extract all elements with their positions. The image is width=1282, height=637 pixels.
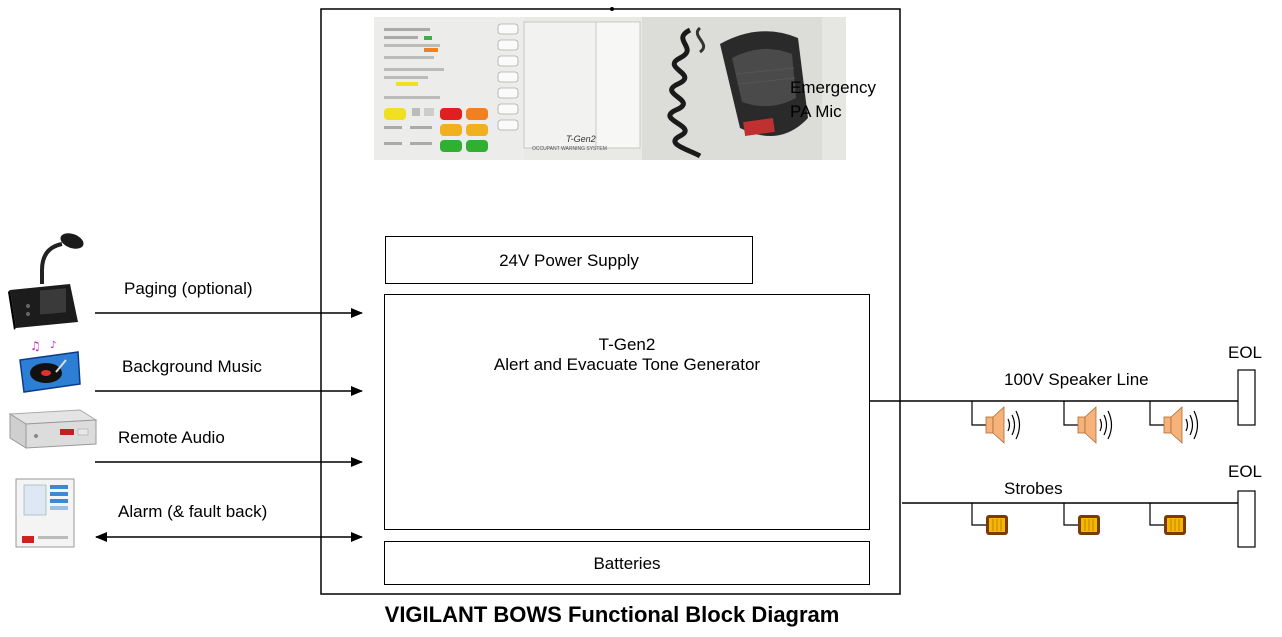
speaker-icon: [1163, 416, 1172, 434]
speaker-tap-3: [1149, 401, 1199, 444]
enclosure-top-dot: [610, 7, 614, 11]
eol-bottom-label: EOL: [1228, 462, 1263, 481]
tone-generator-description: Alert and Evacuate Tone Generator: [493, 355, 761, 374]
background-music-label: Background Music: [122, 357, 262, 376]
batteries-label: Batteries: [593, 554, 661, 573]
panel-subtext: OCCUPANT WARNING SYSTEM: [532, 146, 607, 152]
batteries-box: Batteries: [384, 541, 870, 585]
speaker-cone: [1084, 406, 1097, 444]
paging-label: Paging (optional): [124, 279, 253, 298]
strobe-eol-box: [1237, 490, 1256, 548]
diagram-title: VIGILANT BOWS Functional Block Diagram: [384, 602, 840, 627]
strobe-tap-1: [971, 503, 1008, 535]
strobe-tap-2: [1063, 503, 1100, 535]
audio-device-icon: [8, 409, 98, 449]
eol-top-label: EOL: [1228, 343, 1263, 362]
fire-alarm-panel-icon: [15, 478, 75, 548]
alarm-label: Alarm (& fault back): [118, 502, 268, 521]
panel-photo: [374, 17, 846, 160]
tone-generator-name: T-Gen2: [598, 335, 656, 354]
speaker-eol-box: [1237, 369, 1256, 426]
power-supply-box: 24V Power Supply: [385, 236, 753, 284]
music-turntable-icon: ♫ ♪: [19, 339, 81, 393]
svg-text:♪: ♪: [50, 340, 56, 351]
panel-brand-text: T-Gen2: [566, 134, 596, 144]
tone-generator-box: T-Gen2 Alert and Evacuate Tone Generator: [384, 294, 870, 530]
speaker-cone: [1170, 406, 1183, 444]
power-supply-label: 24V Power Supply: [499, 251, 639, 270]
strobe-tap-3: [1149, 503, 1186, 535]
speaker-icon: [985, 416, 994, 434]
emergency-mic-label-line2: PA Mic: [790, 102, 842, 121]
speaker-line-label: 100V Speaker Line: [1004, 370, 1149, 389]
svg-text:♫: ♫: [30, 339, 41, 353]
speaker-icon: [1077, 416, 1086, 434]
remote-audio-label: Remote Audio: [118, 428, 225, 447]
speaker-tap-1: [971, 401, 1021, 444]
emergency-mic-label-line1: Emergency: [790, 78, 876, 97]
strobes-label: Strobes: [1004, 479, 1063, 498]
speaker-cone: [992, 406, 1005, 444]
speaker-tap-2: [1063, 401, 1113, 444]
desk-microphone-icon: [8, 233, 84, 330]
